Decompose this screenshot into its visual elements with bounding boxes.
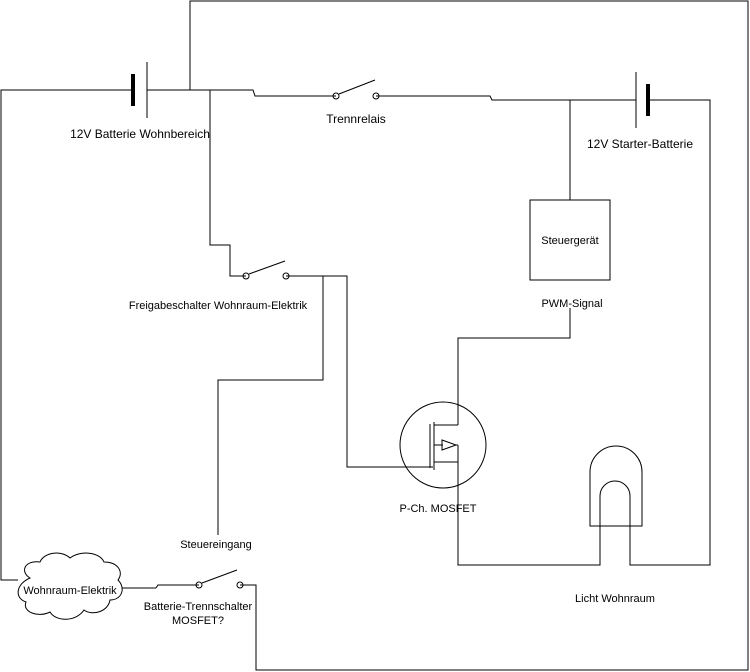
disconnect-contact-left [195,581,203,589]
release-contact-right [282,272,290,280]
living-electrics-label: Wohnraum-Elektrik [23,585,117,597]
relay-label: Trennrelais [326,112,386,126]
lamp-label: Licht Wohnraum [575,593,655,605]
mosfet-symbol [399,401,487,489]
control-input-label: Steuereingang [180,539,252,551]
lamp-inner-filament [599,480,631,526]
disconnect-lever [201,569,238,584]
release-switch-label: Freigabeschalter Wohnraum-Elektrik [129,300,308,312]
battery-switch-label-line1: Batterie-Trennschalter [144,601,253,613]
living-electrics-cloud [17,552,123,620]
release-lever [248,260,286,275]
wire-cloud-to-switch-b [155,584,199,589]
control-unit-box [529,199,611,281]
battery-living-symbol [131,62,148,118]
relay-switch-symbol [332,79,380,100]
wire-mosfet-to-lamp [457,458,601,566]
wire-battery-to-relay [147,89,336,97]
wire-to-release-switch [209,90,246,277]
mosfet-circle [399,401,487,489]
battery-starter-symbol [635,72,650,128]
relay-lever [338,79,376,95]
mosfet-arrow [441,439,458,451]
lamp-symbol [589,445,643,550]
battery-living-label: 12V Batterie Wohnbereich [70,127,210,141]
wire-pwm-to-mosfet [457,308,571,418]
release-contact-left [242,272,250,280]
wire-release-to-control-input [217,276,324,535]
lamp-outer-bulb [589,445,643,527]
battery-switch-label-line2: MOSFET? [172,615,224,627]
wire-relay-to-starter [376,95,636,101]
relay-contact-right [372,92,380,100]
battery-starter-label: 12V Starter-Batterie [587,137,693,151]
mosfet-label: P-Ch. MOSFET [399,503,476,515]
wire-left-side [0,89,132,581]
relay-contact-left [332,92,340,100]
wire-top-loop [189,0,749,671]
wire-starter-to-lamp [629,99,711,566]
battery-disconnect-switch-symbol [195,569,244,589]
wire-release-to-mosfet-gate [286,275,433,468]
disconnect-contact-right [236,581,244,589]
release-switch-symbol [242,260,290,280]
pwm-signal-label: PWM-Signal [541,298,602,310]
control-unit-label: Steuergerät [541,235,598,247]
